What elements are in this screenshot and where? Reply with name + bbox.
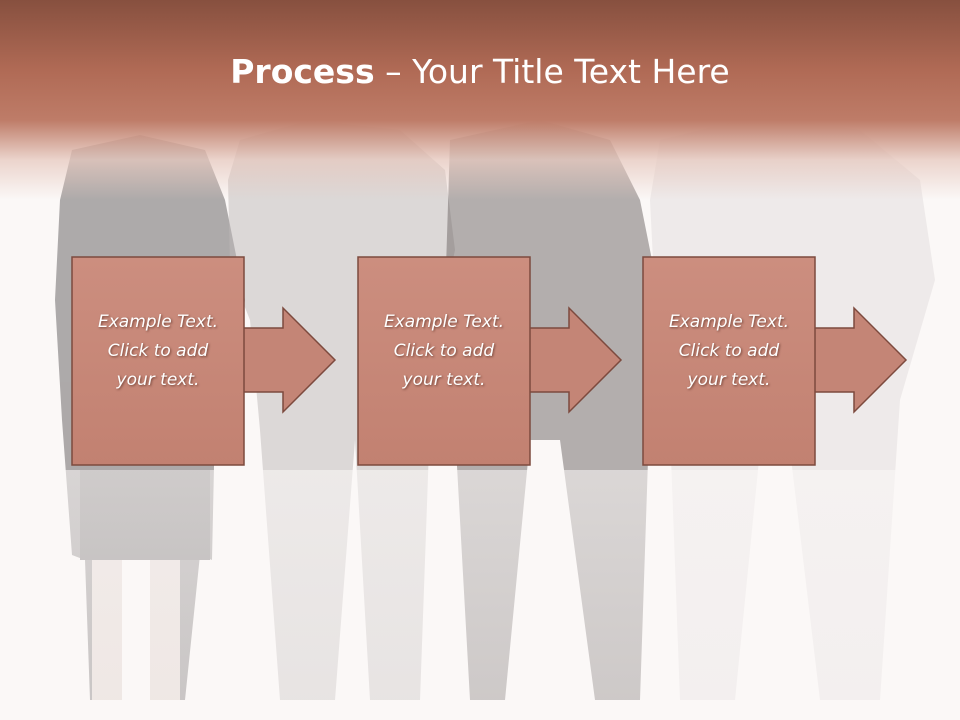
slide-title[interactable]: Process – Your Title Text Here	[0, 52, 960, 91]
step-1-line-3: your text.	[116, 370, 200, 390]
step-1-line-1: Example Text.	[97, 312, 219, 332]
step-3-line-3: your text.	[687, 370, 771, 390]
title-rest: Your Title Text Here	[412, 52, 730, 91]
step-3-line-1: Example Text.	[668, 312, 790, 332]
title-separator: –	[385, 52, 402, 91]
step-2-shape	[357, 256, 623, 466]
process-step-3[interactable]: Example Text. Click to add your text.	[642, 256, 922, 468]
step-2-text[interactable]: Example Text. Click to add your text.	[359, 308, 529, 395]
step-3-shape	[642, 256, 908, 466]
step-3-arrow	[813, 306, 908, 414]
process-step-2[interactable]: Example Text. Click to add your text.	[357, 256, 637, 468]
step-1-line-2: Click to add	[107, 341, 209, 361]
bottom-fade-overlay	[0, 470, 960, 720]
step-3-box	[642, 256, 816, 466]
title-bold: Process	[230, 52, 375, 91]
step-1-text[interactable]: Example Text. Click to add your text.	[73, 308, 243, 395]
step-3-line-2: Click to add	[678, 341, 780, 361]
step-1-shape	[71, 256, 337, 466]
step-2-line-2: Click to add	[393, 341, 495, 361]
step-1-box	[71, 256, 245, 466]
step-1-arrow	[242, 306, 337, 414]
step-2-arrow	[528, 306, 623, 414]
step-2-line-3: your text.	[402, 370, 486, 390]
process-step-1[interactable]: Example Text. Click to add your text.	[71, 256, 351, 468]
title-band	[0, 0, 960, 200]
step-2-box	[357, 256, 531, 466]
step-3-text[interactable]: Example Text. Click to add your text.	[644, 308, 814, 395]
step-2-line-1: Example Text.	[383, 312, 505, 332]
